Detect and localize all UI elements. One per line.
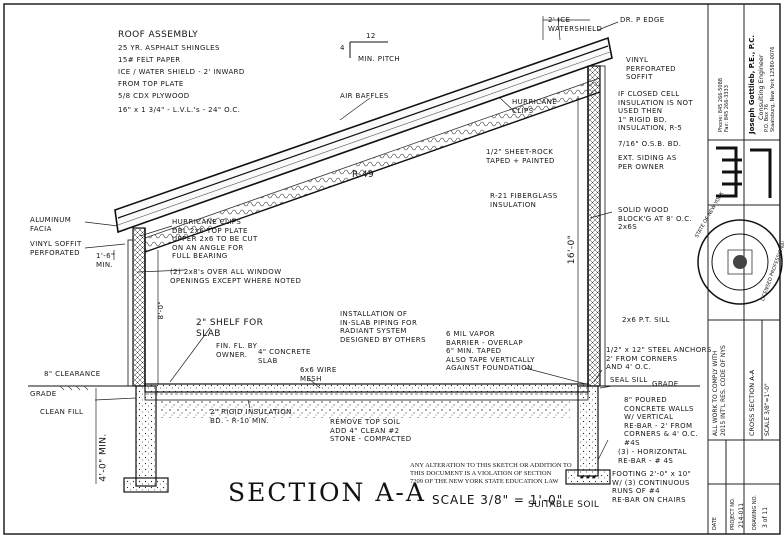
r49-label: R-49	[352, 170, 375, 180]
drawing-name: CROSS SECTION A-A	[748, 369, 756, 436]
gravel-fill	[160, 400, 570, 418]
roof-assembly-title: ROOF ASSEMBLY	[118, 30, 199, 40]
right-foundation	[565, 385, 611, 485]
engineer-name: Joseph Gottlieb, P.E., P.C.	[748, 34, 756, 134]
roof-assembly-line-2: 15# FELT PAPER	[118, 56, 181, 64]
pt-sill-label: 2x6 P.T. SILL	[622, 316, 671, 324]
date-label: DATE	[712, 516, 718, 530]
suitable-soil-label: SUITABLE SOIL	[528, 500, 600, 510]
hurricane-clips-top-label: HURRICANE CLIPS	[512, 98, 558, 115]
violation-note-line-1: ANY ALTERATION TO THIS SKETCH OR ADDITIO…	[410, 462, 572, 469]
r21-label: R-21 FIBERGLASS INSULATION	[490, 192, 558, 209]
overhang-dimension: 1'-6" MIN.	[96, 252, 115, 269]
violation-note-line-3: 7209 OF THE NEW YORK STATE EDUCATION LAW	[410, 478, 559, 485]
window-headers-label: (2) 2x8's OVER ALL WINDOW OPENINGS EXCEP…	[170, 268, 302, 285]
left-foundation	[123, 385, 169, 493]
vinyl-soffit-top-label: VINYL PERFORATED SOFFIT	[626, 56, 676, 81]
pitch-label: MIN. PITCH	[358, 55, 401, 63]
scale-label: SCALE 3/8"=1'-0"	[764, 383, 771, 436]
sheetrock-label: 1/2" SHEET-ROCK TAPED + PAINTED	[486, 148, 555, 165]
poured-walls-label: 8" POURED CONCRETE WALLS W/ VERTICAL RE-…	[624, 396, 699, 447]
solid-wood-label: SOLID WOOD BLOCK'G AT 8' O.C. 2x6S	[618, 206, 693, 231]
engineer-logo	[716, 146, 772, 198]
right-wall-height: 16'-0"	[567, 234, 578, 265]
title-block-lines	[707, 4, 780, 534]
engineer-address: P.O. Box 76 Staatsburg, New York 12580-0…	[764, 46, 776, 132]
remove-topsoil-label: REMOVE TOP SOIL ADD 4" CLEAN #2 STONE - …	[330, 418, 412, 443]
roof-assembly-line-1: 25 YR. ASPHALT SHINGLES	[118, 44, 220, 52]
violation-note-line-2: THIS DOCUMENT IS A VIOLATION OF SECTION	[410, 470, 552, 477]
vapor-barrier-label: 6 MIL VAPOR BARRIER - OVERLAP 6" MIN. TA…	[446, 330, 535, 372]
concrete-slab	[144, 383, 589, 401]
grade-lines	[28, 385, 700, 391]
left-wall	[127, 227, 146, 387]
engineer-phone: Phone: 845 266-5088 Fax: 845 266-3333	[718, 78, 730, 132]
project-number: 214-011	[738, 502, 745, 528]
right-wall	[587, 65, 606, 387]
grade-left-label: GRADE	[30, 390, 57, 398]
drawing-title: SECTION A-A	[228, 478, 426, 507]
roof-assembly-line-6: 16" x 1 3/4" - L.V.L.'s - 24" O.C.	[118, 106, 241, 114]
vinyl-soffit-left-label: VINYL SOFFIT PERFORATED	[30, 240, 82, 257]
left-wall-height: 8'-0"	[157, 300, 166, 320]
hurricane-clips-label: HURRICANE CLIPS DBL 2x6 TOP PLATE UPPER …	[172, 218, 258, 260]
drip-edge-label: DR. P EDGE	[620, 16, 665, 24]
rigid-insulation-label: 2" RIGID INSULATION BD. - R-10 MIN.	[210, 408, 292, 425]
finish-floor-label: FIN. FL. BY OWNER.	[216, 342, 258, 359]
drawing-number: 3 of 11	[762, 506, 769, 528]
leader-lines	[84, 17, 619, 461]
wire-mesh-label: 6x6 WIRE MESH	[300, 366, 337, 383]
aluminum-fascia-label: ALUMINUM FACIA	[30, 216, 72, 233]
radiant-system-label: INSTALLATION OF IN-SLAB PIPING FOR RADIA…	[340, 310, 426, 344]
ice-water-label: 2' ICE WATERSHIELD	[548, 16, 603, 33]
footing-depth: 4'-0" MIN.	[98, 433, 109, 482]
project-number-label: PROJECT NO.	[730, 497, 736, 530]
horizontal-rebar-label: (3) - HORIZONTAL RE-BAR - # 4S	[618, 448, 687, 465]
drawing-scale: SCALE 3/8" = 1'-0"	[432, 493, 564, 507]
dimension-lines	[95, 16, 590, 484]
ext-siding-label: EXT. SIDING AS PER OWNER	[618, 154, 677, 171]
concrete-slab-label: 4" CONCRETE SLAB	[258, 348, 311, 365]
slab-shelf-label: 2" SHELF FOR SLAB	[196, 318, 264, 339]
pitch-symbol	[349, 41, 388, 58]
grade-right-label: GRADE	[652, 380, 679, 388]
roof-assembly-line-3: ICE / WATER SHIELD - 2' INWARD	[118, 68, 245, 76]
pitch-rise: 4	[340, 44, 345, 52]
seal-sill-label: SEAL SILL	[610, 376, 648, 384]
osb-label: 7/16" O.S.B. BD.	[618, 140, 682, 148]
footing-label: FOOTING 2'-0" x 10" W/ (3) CONTINUOUS RU…	[612, 470, 692, 504]
roof-assembly-line-4: FROM TOP PLATE	[118, 80, 184, 88]
air-baffles-label: AIR BAFFLES	[340, 92, 389, 100]
drawing-number-label: DRAWING NO.	[752, 495, 758, 530]
sheet-border	[3, 3, 781, 535]
closed-cell-label: IF CLOSED CELL INSULATION IS NOT USED TH…	[618, 90, 694, 132]
steel-anchors-label: 1/2" x 12" STEEL ANCHORS 2' FROM CORNERS…	[606, 346, 712, 371]
pitch-run: 12	[366, 32, 376, 40]
pe-seal	[697, 219, 783, 305]
roof-assembly-line-5: 5/8 CDX PLYWOOD	[118, 92, 190, 100]
roof-rafter	[114, 36, 613, 253]
clearance-label: 8" CLEARANCE	[44, 370, 101, 378]
clean-fill-label: CLEAN FILL	[40, 408, 84, 416]
project-description: ALL WORK TO COMPLY WITH 2015 INT'L RES. …	[712, 345, 727, 436]
